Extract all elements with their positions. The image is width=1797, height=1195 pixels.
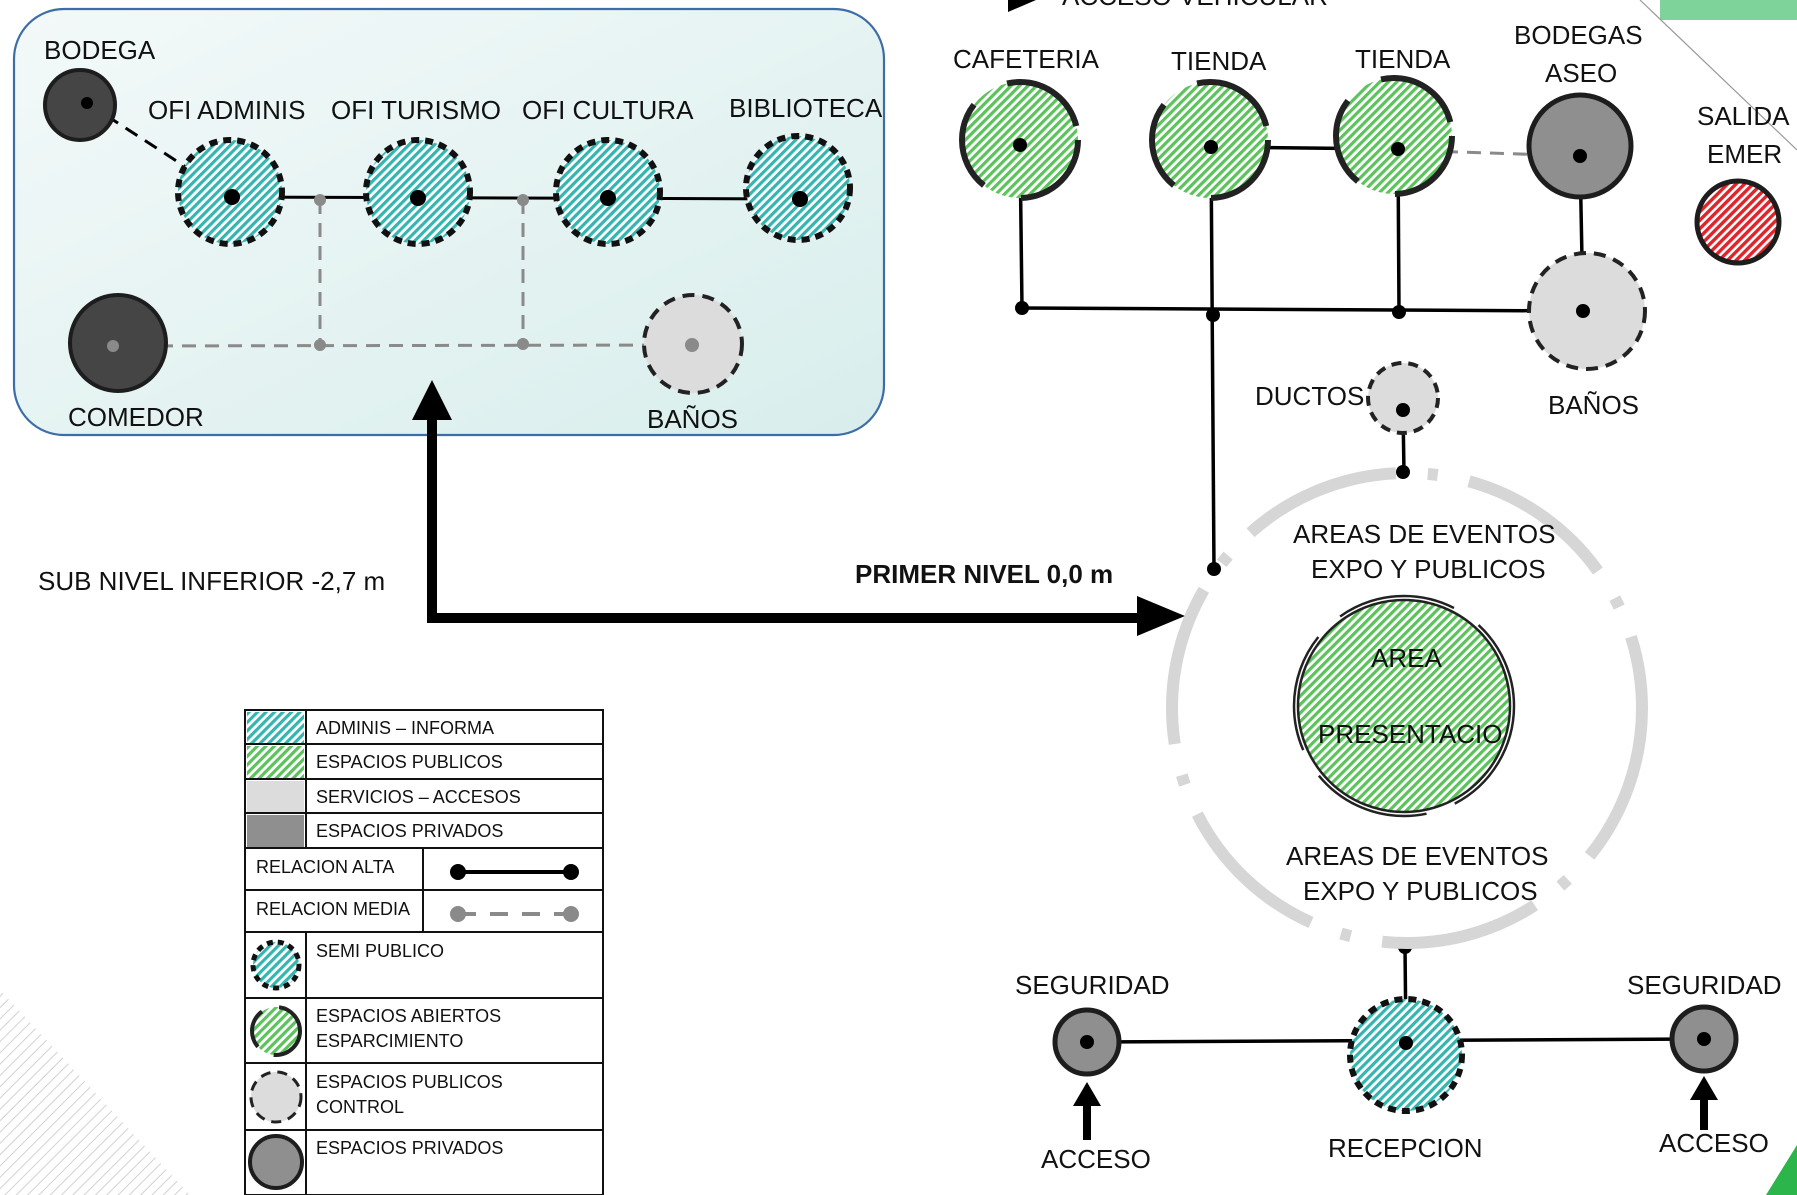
- comedor-node: [68, 293, 168, 393]
- tienda-2-node: [1333, 75, 1455, 197]
- ofi-adminis-node: [175, 137, 285, 247]
- bodegas-aseo-label-1: BODEGAS: [1514, 20, 1643, 50]
- legend-control-icon: [249, 1070, 303, 1124]
- triangle-icon: [1008, 0, 1036, 12]
- first-banos-node: [1527, 251, 1647, 371]
- lower-banos-label: BAÑOS: [647, 404, 738, 434]
- eventos-bottom-label-2: EXPO Y PUBLICOS: [1303, 876, 1538, 906]
- legend-label-relacion-alta: RELACION ALTA: [256, 857, 394, 877]
- legend-relacion-alta-sample: [450, 864, 579, 880]
- legend-privados-icon: [248, 1134, 304, 1190]
- legend: [244, 709, 604, 1195]
- legend-relacion-media-sample: [450, 906, 579, 922]
- acceso-left-label: ACCESO: [1041, 1144, 1151, 1174]
- ductos-node: [1366, 361, 1440, 435]
- legend-label-servicios: SERVICIOS – ACCESOS: [316, 787, 521, 807]
- ofi-turismo-node: [363, 137, 473, 247]
- legend-label-abiertos-2: ESPARCIMIENTO: [316, 1031, 463, 1051]
- salida-label-1: SALIDA: [1697, 101, 1790, 131]
- legend-label-control-2: CONTROL: [316, 1097, 404, 1117]
- legend-abiertos-icon: [250, 1005, 302, 1057]
- salida-label-2: EMER: [1707, 139, 1782, 169]
- salida-emer-node: [1694, 178, 1782, 266]
- legend-label-privados-circle: ESPACIOS PRIVADOS: [316, 1138, 503, 1158]
- corner-decoration: [0, 990, 190, 1195]
- seguridad-right-node: [1669, 1004, 1739, 1074]
- acceso-right-label: ACCESO: [1659, 1128, 1769, 1158]
- tienda-2-label: TIENDA: [1355, 44, 1451, 74]
- top-right-decoration: [1639, 0, 1797, 151]
- recepcion-node: [1347, 996, 1465, 1114]
- ofi-adminis-label: OFI ADMINIS: [148, 95, 305, 125]
- acceso-left-arrow-icon: [1073, 1082, 1101, 1140]
- eventos-top-label-1: AREAS DE EVENTOS: [1293, 519, 1556, 549]
- ductos-label: DUCTOS: [1255, 381, 1364, 411]
- seguridad-left-node: [1052, 1007, 1122, 1077]
- legend-semi-publico-icon: [250, 939, 302, 991]
- bottom-right-logo-icon: [1766, 1145, 1797, 1195]
- legend-label-relacion-media: RELACION MEDIA: [256, 899, 410, 919]
- lower-level-title: SUB NIVEL INFERIOR -2,7 m: [38, 566, 385, 596]
- legend-swatch-adminis: [247, 712, 304, 743]
- eventos-bottom-label-1: AREAS DE EVENTOS: [1286, 841, 1549, 871]
- first-banos-label: BAÑOS: [1548, 390, 1639, 420]
- ofi-cultura-node: [553, 137, 663, 247]
- bodegas-aseo-label-2: ASEO: [1545, 58, 1617, 88]
- events-area-ring: [1166, 467, 1648, 949]
- area-presentacion-node: [1292, 594, 1516, 818]
- legend-swatch-publicos: [247, 746, 304, 778]
- seguridad-right-label: SEGURIDAD: [1627, 970, 1782, 1000]
- eventos-top-label-2: EXPO Y PUBLICOS: [1311, 554, 1546, 584]
- area-label-2: PRESENTACIO: [1318, 719, 1502, 749]
- tienda-1-node: [1149, 79, 1271, 201]
- cafeteria-node: [959, 79, 1081, 201]
- bodegas-aseo-node: [1526, 92, 1634, 200]
- biblioteca-node: [743, 133, 853, 243]
- lower-banos-node: [642, 293, 744, 395]
- legend-swatch-servicios: [247, 781, 304, 812]
- cafeteria-label: CAFETERIA: [953, 44, 1100, 74]
- recepcion-label: RECEPCION: [1328, 1133, 1483, 1163]
- legend-swatch-privados: [247, 815, 304, 847]
- area-label-1: AREA: [1371, 643, 1442, 673]
- legend-label-publicos: ESPACIOS PUBLICOS: [316, 752, 503, 772]
- first-level-title: PRIMER NIVEL 0,0 m: [855, 559, 1113, 589]
- header-partial-text: ACCESO VEHICULAR: [1062, 0, 1328, 11]
- acceso-right-arrow-icon: [1690, 1076, 1718, 1130]
- ofi-cultura-label: OFI CULTURA: [522, 95, 694, 125]
- legend-label-semi-publico: SEMI PUBLICO: [316, 941, 444, 961]
- legend-label-privados: ESPACIOS PRIVADOS: [316, 821, 503, 841]
- level-connector-arrow: [412, 380, 1185, 636]
- bodega-node: [43, 68, 117, 142]
- legend-label-control-1: ESPACIOS PUBLICOS: [316, 1072, 503, 1092]
- legend-label-abiertos-1: ESPACIOS ABIERTOS: [316, 1006, 501, 1026]
- bodega-label: BODEGA: [44, 35, 156, 65]
- comedor-label: COMEDOR: [68, 402, 204, 432]
- seguridad-left-label: SEGURIDAD: [1015, 970, 1170, 1000]
- legend-label-adminis: ADMINIS – INFORMA: [316, 718, 494, 738]
- biblioteca-label: BIBLIOTECA: [729, 93, 883, 123]
- tienda-1-label: TIENDA: [1171, 46, 1267, 76]
- ofi-turismo-label: OFI TURISMO: [331, 95, 501, 125]
